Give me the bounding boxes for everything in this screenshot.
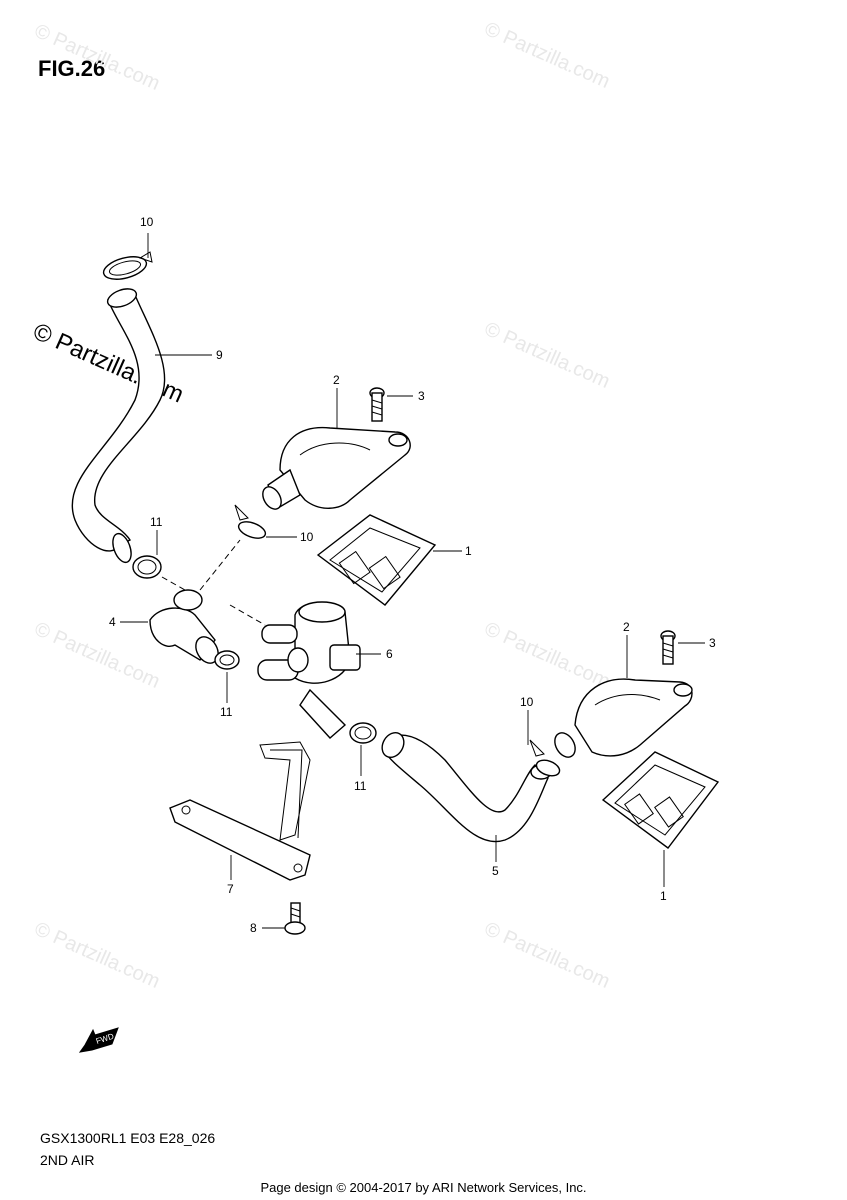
clamp-part-11-c[interactable] [349, 722, 377, 744]
callout-11: 11 [150, 515, 163, 529]
callout-4: 4 [109, 615, 116, 629]
callout-10: 10 [300, 530, 314, 544]
hose-part-5[interactable] [378, 729, 552, 843]
clip-part-10-top[interactable] [101, 251, 153, 283]
elbow-part-4[interactable] [149, 589, 223, 667]
callout-8: 8 [250, 921, 257, 935]
clip-part-10-lower[interactable] [529, 739, 562, 779]
reed-valve-part-1-lower[interactable] [601, 751, 720, 849]
callout-11: 11 [354, 779, 367, 793]
callout-3: 3 [709, 636, 716, 650]
callout-11: 11 [220, 705, 233, 719]
bolt-part-3-lower[interactable] [660, 630, 676, 665]
figure-title: FIG.26 [38, 56, 106, 81]
callout-6: 6 [386, 647, 393, 661]
page-footer: Page design © 2004-2017 by ARI Network S… [260, 1180, 587, 1195]
callout-2: 2 [333, 373, 340, 387]
callout-3: 3 [418, 389, 425, 403]
bolt-part-8[interactable] [284, 902, 306, 935]
callout-9: 9 [216, 348, 223, 362]
callout-5: 5 [492, 864, 499, 878]
reed-valve-part-1-upper[interactable] [316, 514, 437, 606]
cover-part-2-upper[interactable] [259, 426, 411, 513]
callout-10: 10 [520, 695, 534, 709]
hose-part-9[interactable] [71, 285, 166, 564]
clip-part-10-middle[interactable] [234, 504, 268, 541]
diagram-caption: 2ND AIR [40, 1152, 95, 1168]
callout-10: 10 [140, 215, 154, 229]
cover-part-2-lower[interactable] [551, 678, 693, 761]
clamp-part-11-b[interactable] [214, 650, 240, 670]
diagram-code: GSX1300RL1 E03 E28_026 [40, 1130, 216, 1146]
clamp-part-11-a[interactable] [132, 555, 162, 579]
callout-1: 1 [465, 544, 472, 558]
bracket-part-7[interactable] [169, 741, 311, 881]
valve-part-6[interactable] [257, 601, 361, 739]
callout-1: 1 [660, 889, 667, 903]
bolt-part-3-upper[interactable] [369, 387, 385, 422]
callout-7: 7 [227, 882, 234, 896]
callout-2: 2 [623, 620, 630, 634]
fwd-arrow-icon: FWD [78, 1027, 119, 1053]
